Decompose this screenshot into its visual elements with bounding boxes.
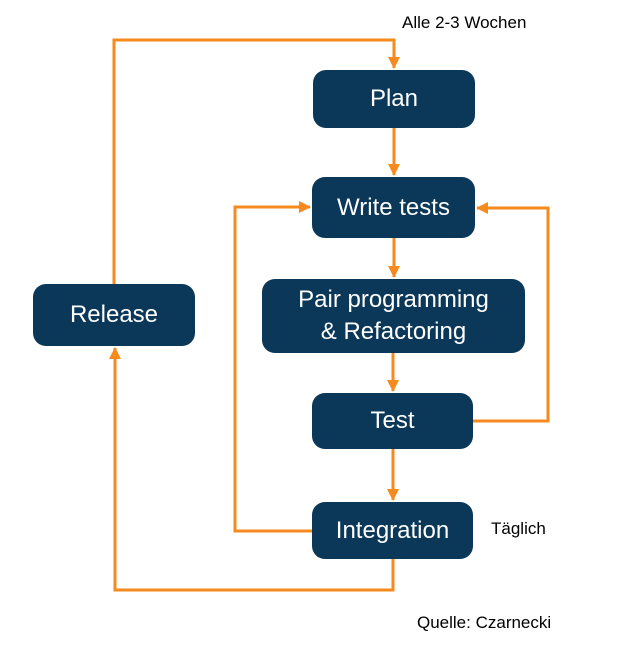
node-release: Release: [33, 284, 195, 346]
cycle-frequency-label: Alle 2-3 Wochen: [402, 13, 527, 32]
arrow-integration-to-release: [109, 347, 395, 592]
source-credit-label: Quelle: Czarnecki: [417, 613, 552, 632]
node-integration: Integration: [312, 502, 473, 559]
node-plan: Plan: [313, 70, 475, 128]
node-test: Test: [312, 393, 473, 449]
arrow-test-to-write-tests-loop: [473, 202, 550, 423]
daily-frequency-label: Täglich: [491, 519, 546, 538]
arrow-release-to-plan: [112, 38, 400, 284]
node-write-tests: Write tests: [312, 177, 475, 238]
arrow-integration-to-write-tests-loop: [233, 201, 312, 533]
node-pair-programming-refactoring: Pair programming & Refactoring: [262, 279, 525, 353]
